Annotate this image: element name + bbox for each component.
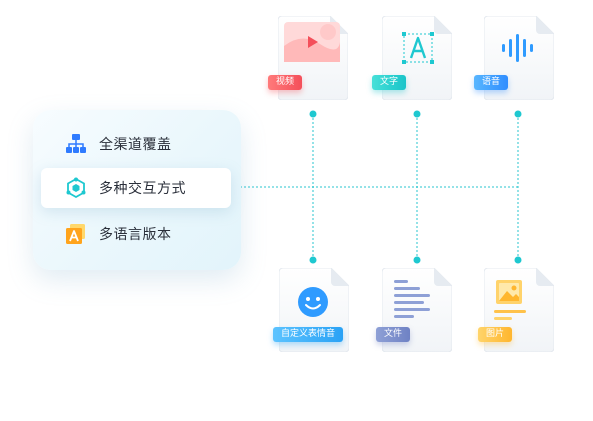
file-tag: 图片 bbox=[478, 327, 513, 342]
hexagon-network-icon bbox=[65, 177, 87, 199]
text-a-icon bbox=[402, 32, 434, 64]
document-lines-icon bbox=[394, 280, 430, 318]
menu-item-interaction-modes[interactable]: 多种交互方式 bbox=[41, 168, 231, 208]
video-play-icon bbox=[284, 22, 340, 62]
file-tag: 语音 bbox=[474, 75, 509, 90]
feature-menu: 全渠道覆盖 多种交互方式 多 bbox=[33, 110, 241, 270]
file-card-emoji[interactable]: 自定义表情音 bbox=[273, 268, 349, 352]
menu-item-multilanguage[interactable]: 多语言版本 bbox=[41, 214, 231, 254]
menu-item-label: 全渠道覆盖 bbox=[99, 137, 172, 153]
file-tag: 自定义表情音 bbox=[273, 327, 344, 342]
menu-item-label: 多种交互方式 bbox=[99, 181, 186, 197]
file-card-image[interactable]: 图片 bbox=[478, 268, 554, 352]
menu-item-label: 多语言版本 bbox=[99, 227, 172, 243]
file-tag: 文件 bbox=[376, 327, 411, 342]
hierarchy-icon bbox=[65, 133, 87, 155]
menu-item-omnichannel[interactable]: 全渠道覆盖 bbox=[41, 124, 231, 164]
file-card-voice[interactable]: 语音 bbox=[474, 16, 554, 100]
smiley-icon bbox=[298, 287, 328, 317]
file-card-document[interactable]: 文件 bbox=[376, 268, 452, 352]
file-tag: 文字 bbox=[372, 75, 407, 90]
image-icon bbox=[494, 280, 526, 320]
voice-wave-icon bbox=[502, 34, 533, 62]
file-card-text[interactable]: 文字 bbox=[372, 16, 452, 100]
language-a-icon bbox=[65, 223, 87, 245]
file-tag: 视频 bbox=[268, 75, 303, 90]
file-card-video[interactable]: 视频 bbox=[268, 16, 348, 100]
